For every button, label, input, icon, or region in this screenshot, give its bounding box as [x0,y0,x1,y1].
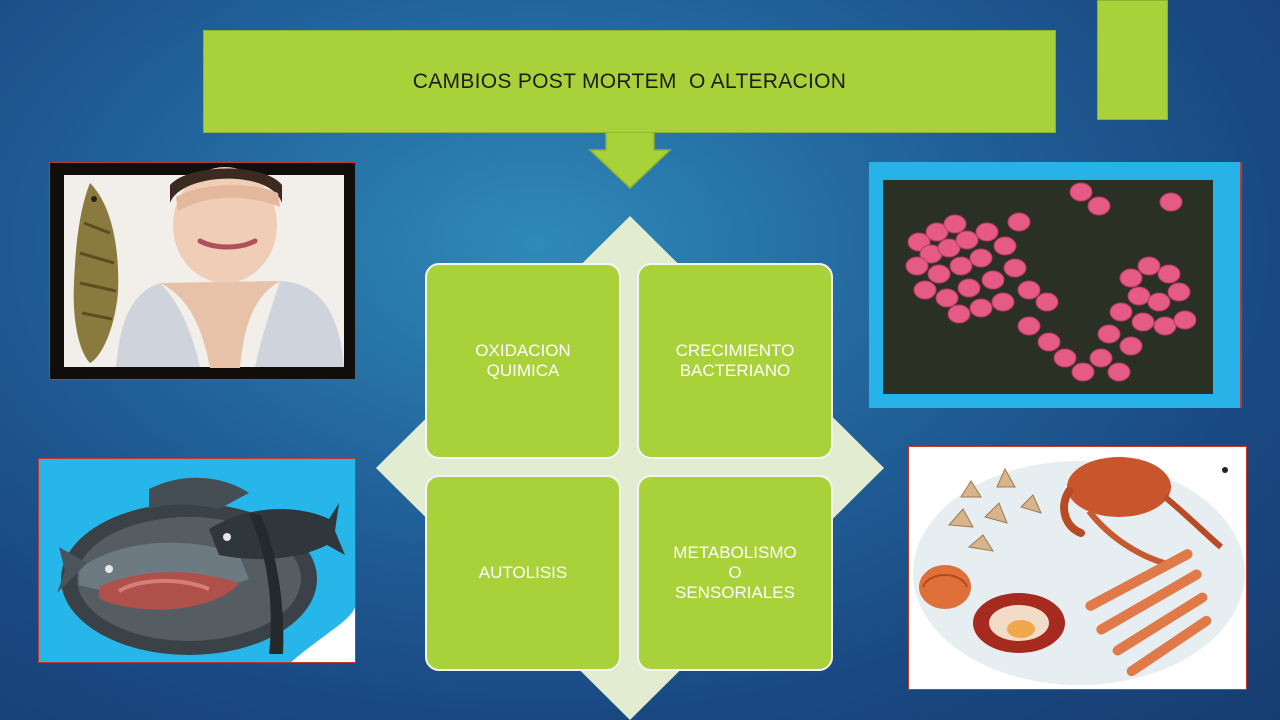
matrix-cell-metabolismo: METABOLISMO O SENSORIALES [637,475,833,671]
down-arrow-icon [588,132,672,190]
bacteria-micrograph-image [869,162,1242,408]
title-banner: CAMBIOS POST MORTEM O ALTERACION [203,30,1056,133]
matrix-cell-oxidacion: OXIDACION QUIMICA [425,263,621,459]
accent-bar [1097,0,1168,120]
matrix-cell-label: CRECIMIENTO BACTERIANO [675,340,795,380]
woman-with-fish-image [49,162,356,380]
matrix-cell-label: AUTOLISIS [478,562,568,582]
slide-title: CAMBIOS POST MORTEM O ALTERACION [412,69,847,93]
bullet-dot-icon [1222,467,1228,473]
seafood-image [908,446,1247,690]
matrix-cell-crecimiento: CRECIMIENTO BACTERIANO [637,263,833,459]
matrix-cell-autolisis: AUTOLISIS [425,475,621,671]
matrix-cell-label: OXIDACION QUIMICA [475,340,571,380]
matrix-cell-label: METABOLISMO O SENSORIALES [673,542,797,603]
fish-plate-image [38,458,356,663]
